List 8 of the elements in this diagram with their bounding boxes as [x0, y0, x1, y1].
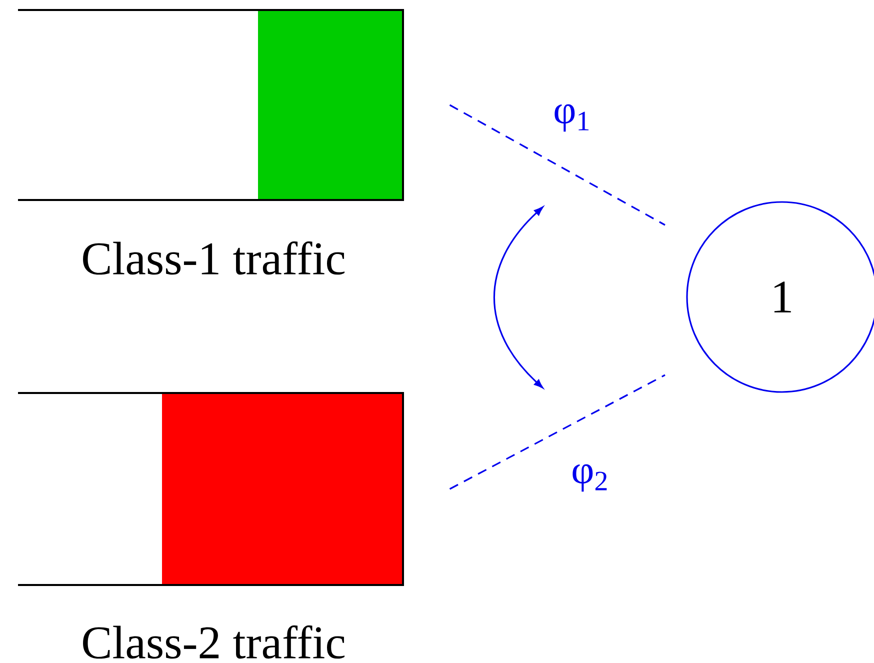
edge-label: φ$_{2}$	[572, 464, 607, 492]
node-label: Class-1 traffic	[83, 241, 344, 275]
node-label: Class-2 traffic	[83, 625, 344, 659]
queue: Class-1 traffic	[18, 9, 404, 275]
queue: Class-2 traffic	[18, 392, 404, 659]
dashed-line	[449, 104, 666, 226]
edge-label: φ$_{1}$	[554, 104, 589, 132]
dashed-line	[449, 374, 666, 490]
